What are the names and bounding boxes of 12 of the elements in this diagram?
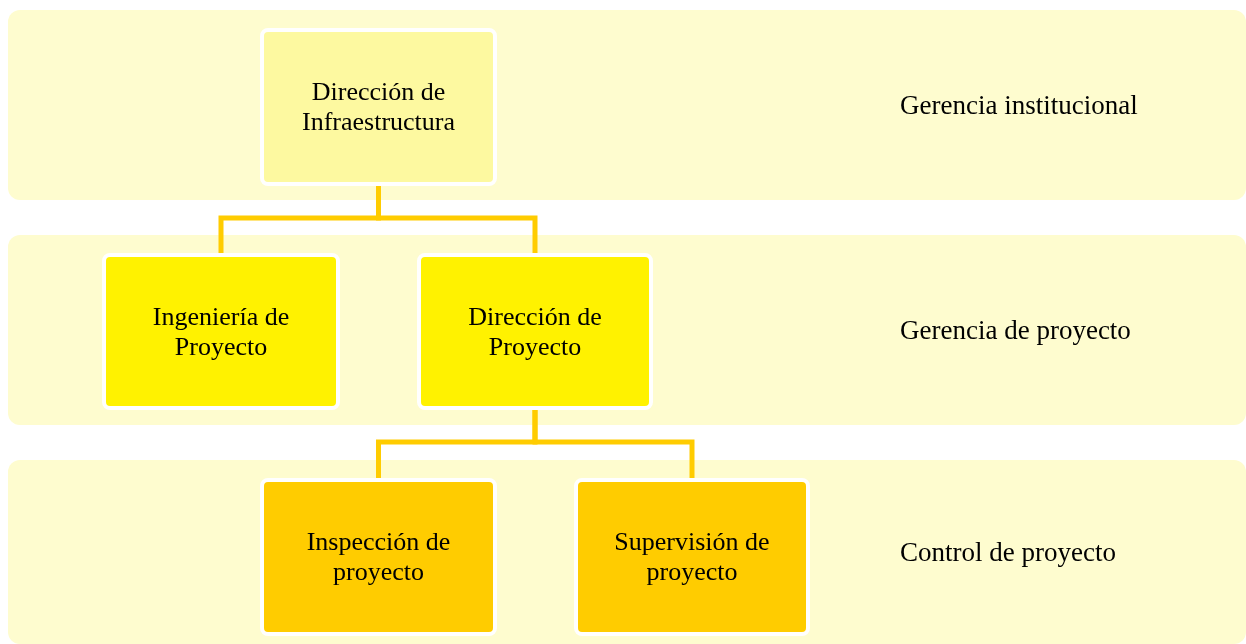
org-box: Dirección de Proyecto: [417, 253, 653, 410]
org-box: Ingeniería de Proyecto: [102, 253, 340, 410]
level-band: [8, 235, 1246, 425]
level-label: Gerencia institucional: [900, 88, 1138, 122]
org-box: Inspección de proyecto: [260, 478, 497, 636]
level-label: Gerencia de proyecto: [900, 313, 1131, 347]
org-box: Supervisión de proyecto: [574, 478, 810, 636]
level-label: Control de proyecto: [900, 535, 1116, 569]
connector-line: [532, 410, 695, 478]
org-box: Dirección de Infraestructura: [260, 28, 497, 186]
level-band: [8, 460, 1246, 644]
level-band: [8, 10, 1246, 200]
